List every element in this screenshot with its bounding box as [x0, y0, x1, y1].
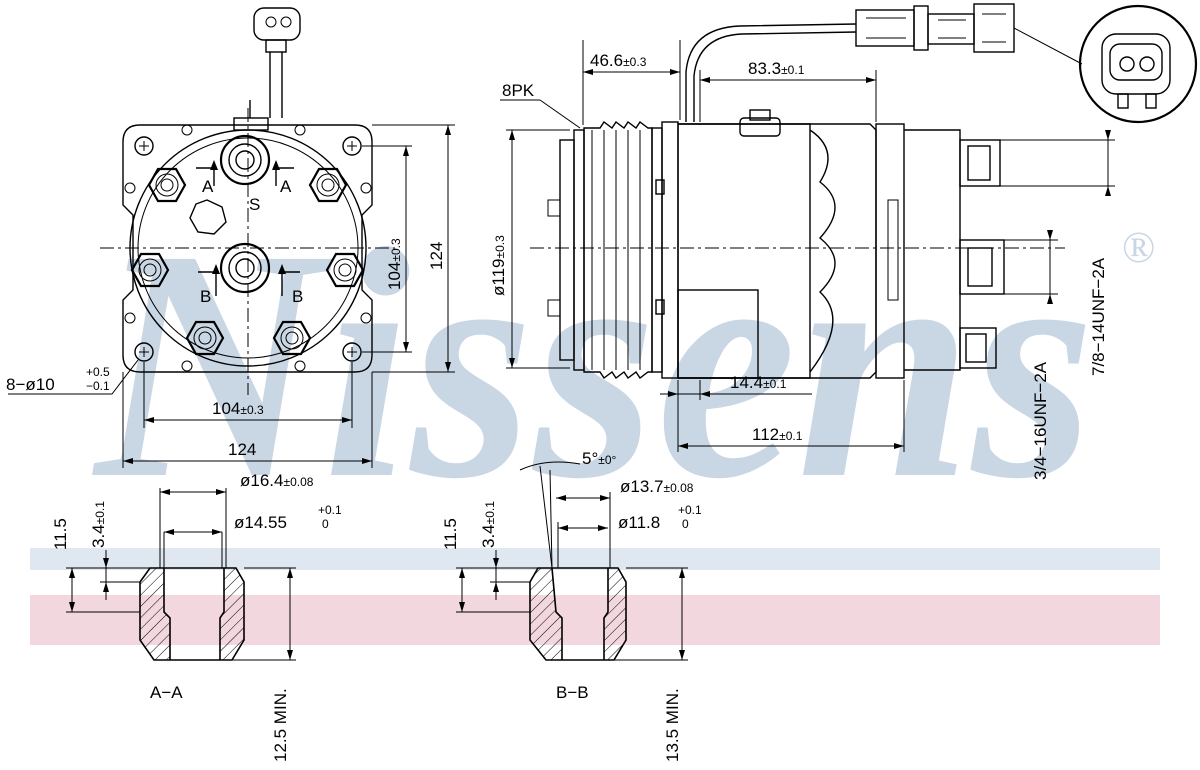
bb-dia-inner-tol-upper: +0.1 [678, 503, 702, 517]
front-connector [233, 7, 301, 131]
front-bolts [130, 167, 365, 356]
aa-min-length: 12.5 MIN. [271, 688, 290, 762]
front-dimension-lines [8, 124, 455, 468]
dim-bolt-width: 104±0.3 [212, 399, 264, 418]
dim-bolt-height: 104±0.3 [385, 238, 404, 290]
dim-pulley-diameter: ø119±0.3 [489, 235, 508, 296]
side-fittings [959, 139, 1005, 369]
section-mark-a-left: A [202, 177, 214, 196]
aa-dia-inner: ø14.55 [234, 513, 287, 532]
side-dimension-lines [500, 40, 1115, 452]
watermark: Nissens ® [30, 182, 1160, 645]
mount-holes-tol-lower: −0.1 [86, 379, 110, 393]
side-connector [685, 3, 1198, 124]
section-bb: 5°±0° ø13.7±0.08 ø11.8 +0.1 0 11.5 3.4±0… [441, 449, 702, 762]
section-mark-a-right: A [280, 177, 292, 196]
dim-overall-width: 124 [228, 440, 256, 459]
section-aa-label: A−A [150, 683, 183, 702]
aa-depth-total: 11.5 [51, 518, 70, 550]
bb-dia-inner-tol-lower: 0 [682, 517, 689, 531]
section-mark-b-left: B [200, 287, 211, 306]
side-view: 8PK 46.6±0.3 83.3±0.1 ø119±0.3 14.4±0.1 … [489, 3, 1198, 480]
mount-holes-tol-upper: +0.5 [86, 365, 110, 379]
watermark-band-pink [30, 595, 1160, 645]
bb-min-length: 13.5 MIN. [663, 688, 682, 762]
thread-spec-upper: 7/8−14UNF−2A [1089, 257, 1108, 376]
watermark-brand: Nissens [90, 182, 1095, 547]
front-flange [122, 124, 373, 373]
aa-depth-step: 3.4±0.1 [89, 501, 108, 548]
bb-dia-outer: ø13.7±0.08 [620, 477, 694, 496]
side-pulley [547, 120, 663, 380]
section-aa-dimension-lines [66, 488, 296, 661]
dim-body-length: 83.3±0.1 [748, 59, 805, 78]
bb-dia-inner: ø11.8 [618, 513, 660, 532]
bb-depth-total: 11.5 [441, 518, 460, 550]
bb-depth-step: 3.4±0.1 [479, 501, 498, 548]
front-mount-holes [124, 124, 372, 372]
section-bb-label: B−B [556, 683, 589, 702]
thread-spec-lower: 3/4−16UNF−2A [1031, 361, 1050, 480]
belt-type-label: 8PK [502, 81, 535, 100]
aa-dia-outer: ø16.4±0.08 [240, 471, 314, 490]
section-aa: ø16.4±0.08 ø14.55 +0.1 0 11.5 3.4±0.1 12… [51, 471, 342, 762]
section-mark-b-right: B [292, 287, 303, 306]
bb-angle: 5°±0° [582, 449, 617, 468]
front-view: A A S B B 104±0.3 124 104±0.3 124 8−ø10 … [6, 7, 455, 468]
watermark-band-blue [30, 548, 1160, 570]
aa-dia-inner-tol-upper: +0.1 [318, 503, 342, 517]
section-markers [196, 160, 300, 296]
dim-overall-length: 112±0.1 [752, 425, 803, 444]
aa-dia-inner-tol-lower: 0 [322, 517, 329, 531]
dim-pulley-width: 46.6±0.3 [590, 51, 647, 70]
dim-offset: 14.4±0.1 [730, 373, 787, 392]
mount-holes-callout: 8−ø10 [6, 375, 55, 394]
suction-port-label: S [249, 195, 260, 214]
section-bb-dimension-lines [456, 461, 688, 661]
front-ports [189, 134, 271, 294]
watermark-registered-mark: ® [1122, 223, 1155, 272]
dim-overall-height: 124 [427, 242, 446, 270]
